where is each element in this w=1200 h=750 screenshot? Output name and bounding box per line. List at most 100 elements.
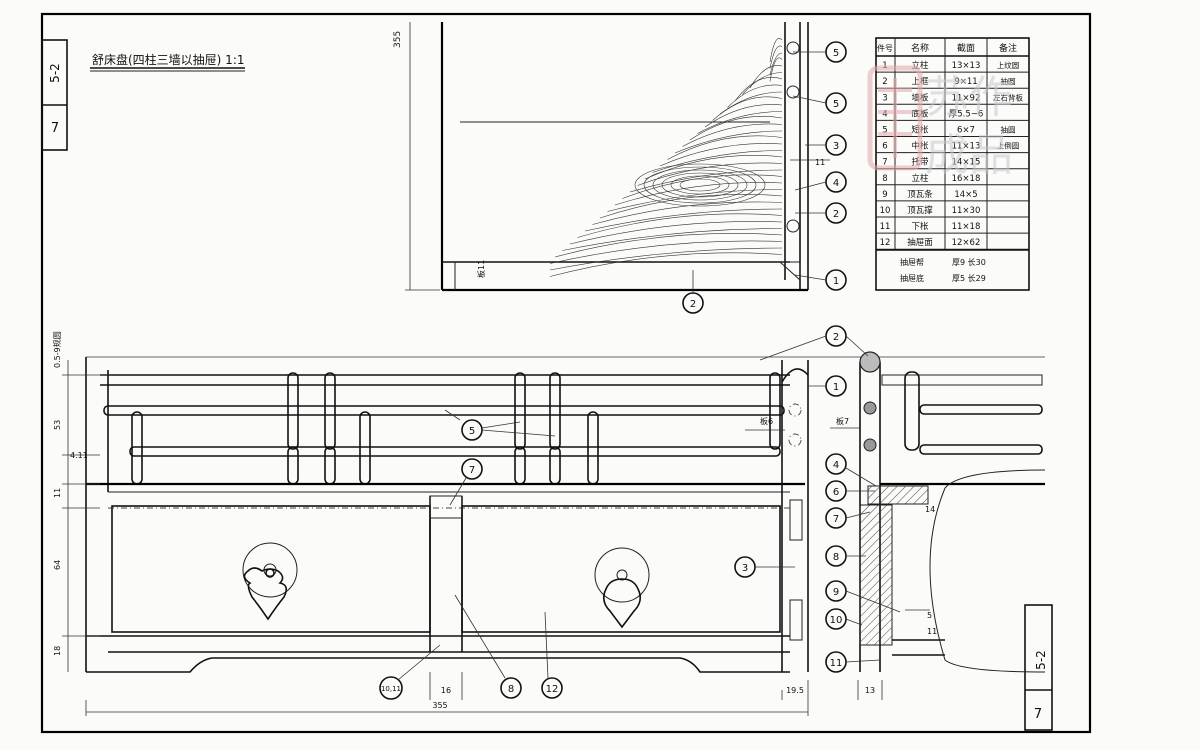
plan-callouts: 5 5 3 4 2 1 2 (682, 41, 847, 314)
lattice-post (359, 411, 371, 485)
plan-board-label: 板11 (476, 260, 486, 278)
lattice-post (514, 446, 526, 485)
svg-text:5: 5 (927, 611, 932, 620)
table-cell: 14×15 (952, 158, 981, 168)
svg-text:5: 5 (469, 426, 475, 437)
plan-dim-11: 11 (815, 158, 825, 167)
lattice-post (287, 372, 299, 450)
table-cell: 3 (882, 93, 887, 103)
svg-text:板7: 板7 (836, 416, 849, 426)
svg-text:8: 8 (833, 552, 839, 563)
table-cell: 16×18 (952, 174, 981, 184)
svg-text:4: 4 (833, 178, 839, 189)
wood-grain (549, 38, 783, 277)
table-cell: 2 (882, 77, 887, 87)
svg-text:截面: 截面 (957, 42, 975, 54)
table-cell: 12 (880, 238, 891, 248)
sheet-sub-left: 5-2 (48, 63, 62, 83)
table-cell: 5 (882, 126, 887, 136)
lattice-post (549, 372, 561, 450)
table-cell: 11×92 (952, 93, 981, 103)
table-cell: 厚5.5~6 (949, 109, 984, 119)
lattice-post (514, 372, 526, 450)
svg-text:2: 2 (833, 209, 839, 220)
table-cell: 立柱 (911, 60, 929, 71)
table-cell: 抽圆 (1001, 76, 1016, 86)
lattice-post (587, 411, 599, 485)
svg-text:抽屉底: 抽屉底 (900, 273, 924, 283)
table-cell: 6 (882, 142, 887, 152)
title-block-right (1024, 604, 1053, 731)
svg-text:11: 11 (53, 488, 62, 498)
svg-text:18: 18 (53, 646, 62, 656)
svg-text:成品: 成品 (925, 130, 1013, 181)
lattice-post (324, 446, 336, 485)
svg-text:厚9 长30: 厚9 长30 (952, 257, 986, 267)
table-cell: 10 (880, 206, 891, 216)
svg-text:2: 2 (833, 332, 839, 343)
side-section: 14 5 11 (859, 351, 1046, 673)
table-cell: 11 (880, 222, 891, 232)
svg-text:4.11: 4.11 (70, 451, 88, 460)
table-cell: 12×62 (952, 238, 981, 248)
svg-text:355: 355 (432, 701, 447, 710)
watermark-seal: 苏作 成品 (867, 65, 1013, 181)
table-cell: 9×11 (954, 77, 977, 87)
svg-text:5: 5 (833, 48, 839, 59)
svg-text:7: 7 (469, 465, 475, 476)
svg-text:12: 12 (546, 684, 559, 695)
svg-text:苏作: 苏作 (925, 72, 1013, 123)
svg-text:1: 1 (833, 382, 839, 393)
svg-text:14: 14 (925, 505, 935, 514)
table-cell: 7 (882, 158, 887, 168)
sheet-number-right: 7 (1034, 707, 1042, 722)
svg-text:备注: 备注 (999, 42, 1017, 54)
front-callouts: 2 1 5 7 6 4 7 8 9 10 11 3 8 12 10,11 (379, 325, 901, 700)
title-block-left (41, 39, 68, 151)
table-cell: 抽圆 (1001, 125, 1016, 135)
lattice-post (287, 446, 299, 485)
svg-text:5: 5 (833, 99, 839, 110)
front-dimensions: 0.5-9规圆 53 4.11 11 64 18 355 16 19.5 13 … (52, 331, 883, 716)
svg-text:19.5: 19.5 (786, 686, 804, 695)
drawing-title: 舒床盘(四柱三墙以抽屉) 1:1 (92, 52, 245, 67)
sheet-sub-right: 5-2 (1034, 650, 1048, 670)
table-cell: 9 (882, 190, 887, 200)
table-cell: 11×13 (952, 142, 981, 152)
drawer-right (461, 505, 781, 633)
svg-text:3: 3 (742, 563, 748, 574)
sheet-border (40, 12, 1092, 734)
svg-text:3: 3 (833, 141, 839, 152)
table-cell: 8 (882, 174, 887, 184)
svg-text:件号: 件号 (877, 43, 893, 53)
svg-text:11: 11 (830, 658, 843, 669)
table-cell: 14×5 (954, 190, 977, 200)
lattice-post (131, 411, 143, 485)
table-cell: 立柱 (911, 173, 929, 184)
table-cell: 左右背板 (993, 92, 1023, 102)
svg-text:名称: 名称 (911, 42, 929, 54)
plan-height-dim: 355 (393, 31, 403, 48)
svg-text:53: 53 (53, 420, 62, 430)
table-cell: 上倒圆 (997, 141, 1020, 151)
svg-text:10,11: 10,11 (381, 685, 401, 693)
svg-text:1: 1 (833, 276, 839, 287)
svg-text:10: 10 (830, 615, 843, 626)
svg-text:抽屉帮: 抽屉帮 (900, 257, 924, 267)
lattice-post (324, 372, 336, 450)
svg-text:板6: 板6 (760, 416, 773, 426)
table-cell: 顶瓦撑 (907, 205, 933, 216)
lattice-post (549, 446, 561, 485)
plan-view: 355 板11 11 (393, 22, 830, 292)
table-cell: 下枨 (911, 221, 929, 232)
svg-text:64: 64 (53, 560, 62, 570)
svg-text:4: 4 (833, 460, 839, 471)
table-cell: 11×30 (952, 206, 981, 216)
svg-text:2: 2 (690, 299, 696, 310)
svg-text:0.5-9规圆: 0.5-9规圆 (52, 331, 62, 368)
svg-text:6: 6 (833, 487, 839, 498)
table-cell: 6×7 (957, 126, 975, 136)
svg-text:9: 9 (833, 587, 839, 598)
